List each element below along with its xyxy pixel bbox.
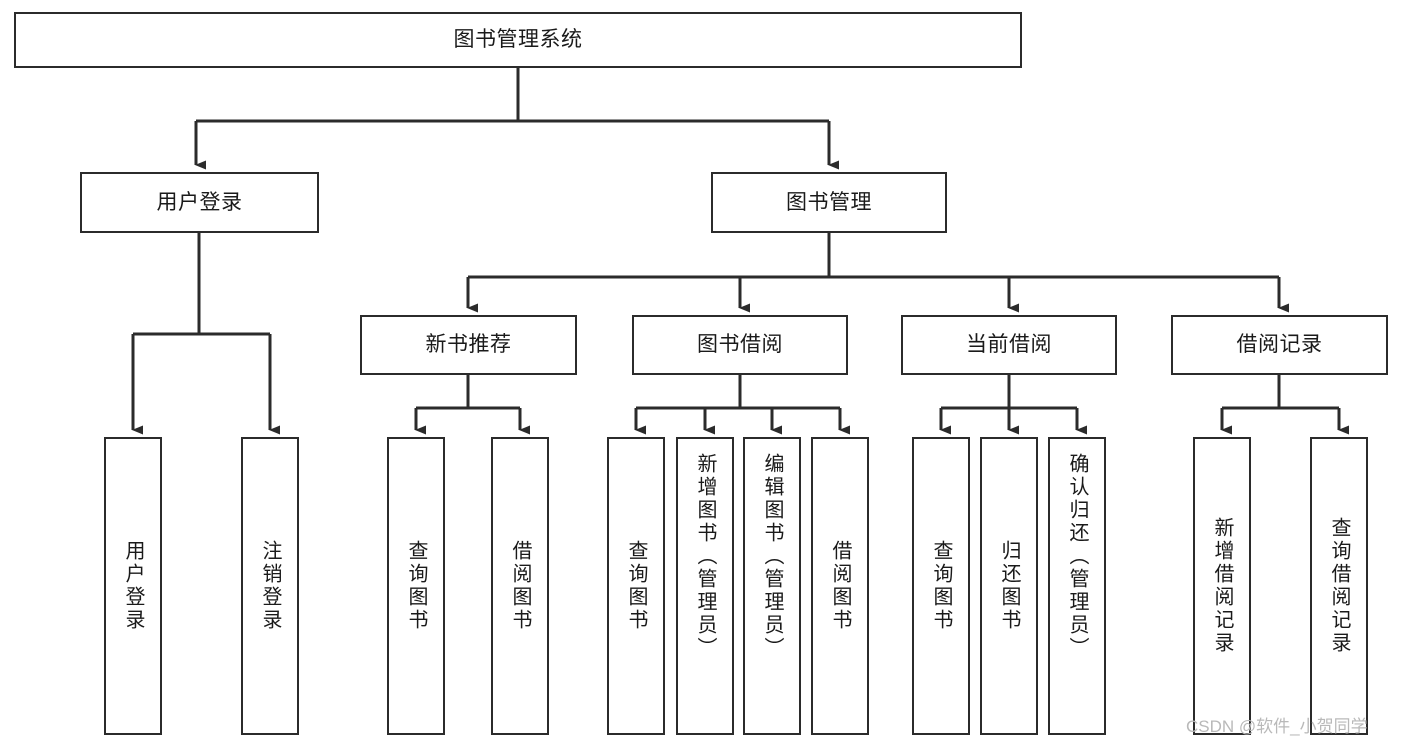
- node-borrow-record[interactable]: 借阅记录: [1171, 315, 1388, 375]
- node-leaf-user-login-label: 用户登录: [122, 540, 144, 632]
- node-leaf-query-book-current[interactable]: 查询图书: [912, 437, 970, 735]
- node-new-book-recommend-label: 新书推荐: [425, 333, 512, 357]
- node-leaf-confirm-return-admin-label: 确认归还（管理员）: [1066, 453, 1088, 660]
- node-user-login-label: 用户登录: [156, 190, 243, 214]
- node-leaf-add-book-admin[interactable]: 新增图书（管理员）: [676, 437, 734, 735]
- node-root-label: 图书管理系统: [453, 28, 583, 52]
- node-leaf-query-borrow-record[interactable]: 查询借阅记录: [1310, 437, 1368, 735]
- node-leaf-query-book-borrow-label: 查询图书: [625, 540, 647, 632]
- node-book-borrow[interactable]: 图书借阅: [632, 315, 848, 375]
- node-leaf-edit-book-admin-label: 编辑图书（管理员）: [761, 453, 783, 660]
- node-current-borrow-label: 当前借阅: [966, 333, 1052, 357]
- node-leaf-add-book-admin-label: 新增图书（管理员）: [694, 453, 716, 660]
- node-leaf-borrow-book-rec-label: 借阅图书: [509, 540, 531, 632]
- node-leaf-borrow-book-label: 借阅图书: [829, 540, 851, 632]
- node-leaf-query-borrow-record-label: 查询借阅记录: [1328, 517, 1350, 655]
- node-leaf-query-book-rec-label: 查询图书: [405, 540, 427, 632]
- node-leaf-confirm-return-admin[interactable]: 确认归还（管理员）: [1048, 437, 1106, 735]
- watermark-text: CSDN @软件_小贺同学: [1186, 717, 1368, 736]
- node-leaf-return-book[interactable]: 归还图书: [980, 437, 1038, 735]
- node-book-borrow-label: 图书借阅: [697, 333, 783, 357]
- node-leaf-query-book-borrow[interactable]: 查询图书: [607, 437, 665, 735]
- node-new-book-recommend[interactable]: 新书推荐: [360, 315, 577, 375]
- node-leaf-return-book-label: 归还图书: [998, 540, 1020, 632]
- node-root[interactable]: 图书管理系统: [14, 12, 1022, 68]
- node-book-management[interactable]: 图书管理: [711, 172, 947, 233]
- node-borrow-record-label: 借阅记录: [1236, 333, 1323, 357]
- node-current-borrow[interactable]: 当前借阅: [901, 315, 1117, 375]
- node-leaf-query-book-current-label: 查询图书: [930, 540, 952, 632]
- node-leaf-add-borrow-record-label: 新增借阅记录: [1211, 517, 1233, 655]
- node-leaf-query-book-rec[interactable]: 查询图书: [387, 437, 445, 735]
- node-leaf-logout-login-label: 注销登录: [259, 540, 281, 632]
- node-leaf-logout-login[interactable]: 注销登录: [241, 437, 299, 735]
- node-leaf-add-borrow-record[interactable]: 新增借阅记录: [1193, 437, 1251, 735]
- node-leaf-edit-book-admin[interactable]: 编辑图书（管理员）: [743, 437, 801, 735]
- node-leaf-borrow-book[interactable]: 借阅图书: [811, 437, 869, 735]
- node-leaf-user-login[interactable]: 用户登录: [104, 437, 162, 735]
- node-leaf-borrow-book-rec[interactable]: 借阅图书: [491, 437, 549, 735]
- node-user-login[interactable]: 用户登录: [80, 172, 319, 233]
- node-book-management-label: 图书管理: [786, 190, 872, 214]
